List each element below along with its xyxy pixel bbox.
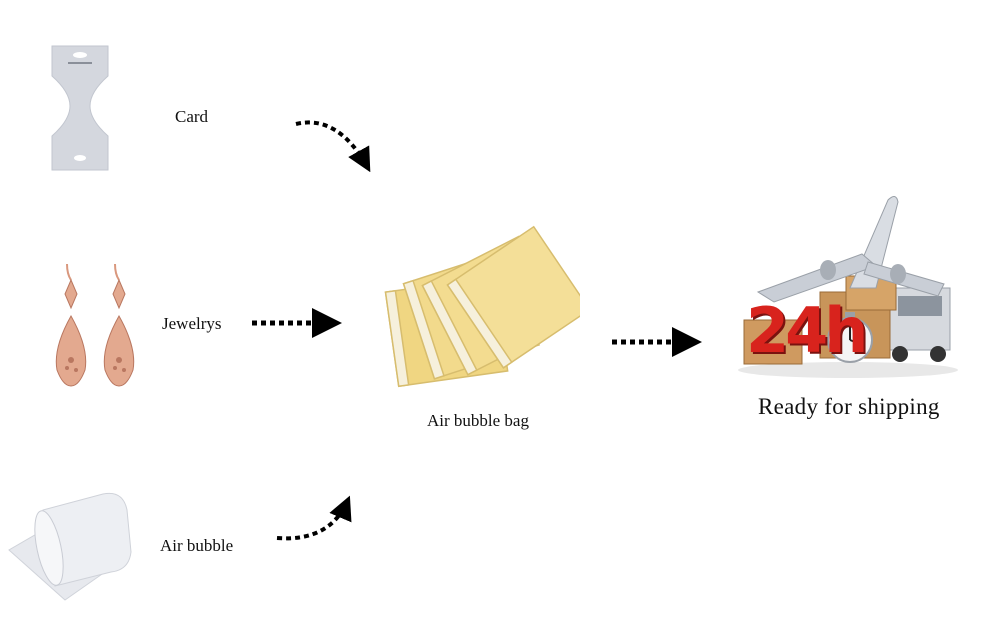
shipping-illustration [738, 196, 958, 378]
card-label: Card [175, 107, 209, 126]
earrings-image [55, 263, 135, 387]
ready-for-shipping-label: Ready for shipping [758, 394, 940, 419]
air-bubble-bag-label: Air bubble bag [427, 411, 529, 430]
arrow-card-to-bag [295, 120, 371, 173]
jewelry-card-image [51, 45, 109, 171]
air-bubble-label: Air bubble [160, 536, 234, 555]
arrow-bubble-to-bag [276, 495, 352, 541]
shipping-graphic: 24h [738, 192, 966, 382]
jewelry-label: Jewelrys [162, 314, 222, 333]
bubble-roll-image [8, 492, 132, 601]
bubble-bags-image [384, 225, 580, 388]
24h-badge: 24h [746, 294, 868, 367]
